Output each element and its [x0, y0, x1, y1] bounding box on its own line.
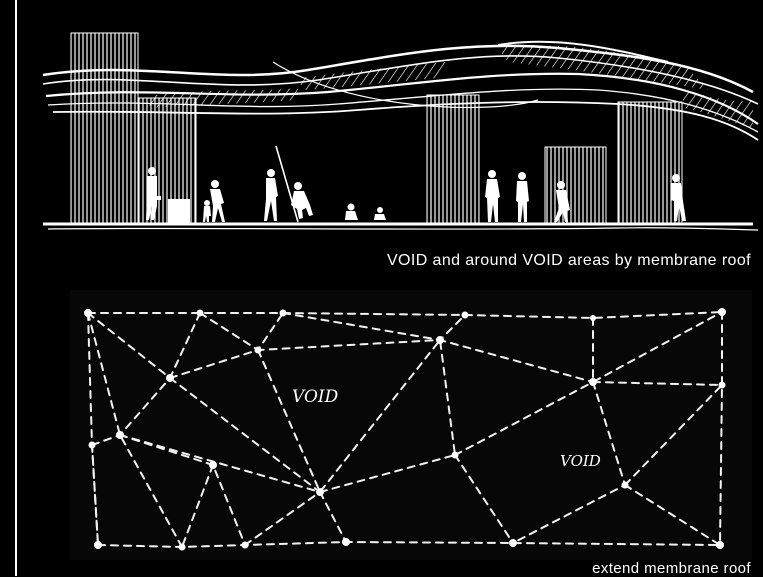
person-adult-3: [516, 172, 529, 222]
ground-line: [43, 222, 759, 231]
network-nodes: [84, 308, 726, 551]
plan-diagram: VOID VOID: [70, 290, 752, 560]
void-label-left: VOID: [292, 387, 339, 407]
person-with-pole: [264, 145, 299, 223]
people-silhouettes: [146, 145, 686, 223]
left-edge-line: [15, 0, 17, 576]
tower-1: [70, 32, 139, 224]
person-adult-1: [210, 180, 225, 222]
person-adult-4: [671, 174, 686, 221]
void-label-right: VOID: [560, 452, 601, 470]
person-seated: [554, 181, 570, 222]
person-chef: [146, 167, 190, 223]
roof-hatch-2: [298, 62, 448, 90]
section-svg: [42, 32, 759, 231]
tower-5: [617, 101, 683, 224]
person-kids-playing: [345, 203, 386, 220]
dashed-network: [87, 311, 723, 549]
person-adult-2: [485, 170, 500, 222]
roof-hatch-3: [683, 90, 753, 128]
section-drawing: [18, 0, 763, 245]
tower-3: [426, 94, 480, 224]
roof-hatch-4: [148, 88, 298, 108]
section-caption: VOID and around VOID areas by membrane r…: [386, 252, 751, 269]
person-crouching: [291, 182, 313, 219]
person-child-1: [203, 200, 211, 222]
plan-caption: extend membrane roof: [592, 560, 751, 577]
roof-hatch-1: [498, 45, 708, 90]
tower-4: [544, 146, 607, 224]
plan-svg: VOID VOID: [84, 308, 726, 551]
